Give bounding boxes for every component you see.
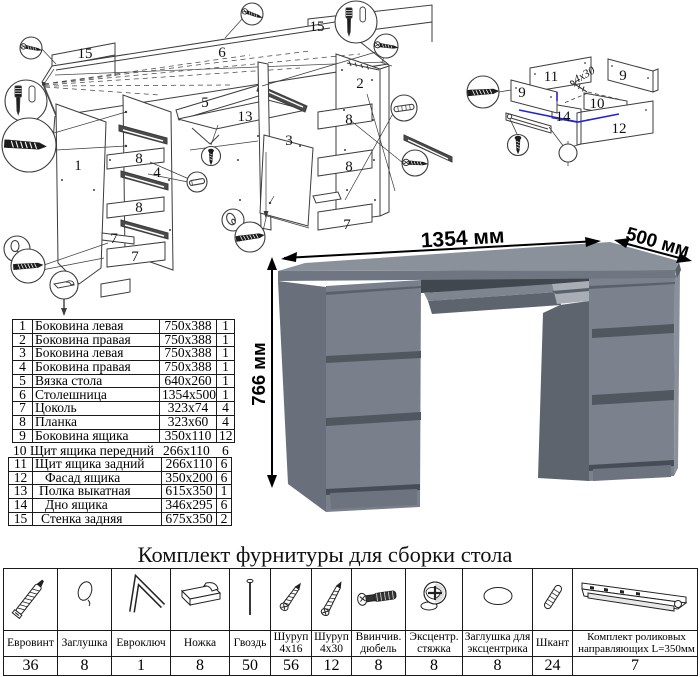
- svg-text:10: 10: [590, 96, 605, 112]
- svg-text:7: 7: [131, 249, 139, 265]
- svg-text:14: 14: [556, 109, 572, 125]
- svg-text:5: 5: [201, 95, 209, 111]
- svg-text:13: 13: [238, 109, 253, 125]
- svg-text:2: 2: [356, 76, 364, 92]
- svg-text:15: 15: [310, 19, 325, 35]
- svg-text:8: 8: [345, 159, 353, 175]
- svg-text:11: 11: [544, 69, 558, 85]
- svg-text:7: 7: [343, 217, 351, 233]
- svg-text:9: 9: [518, 85, 526, 101]
- svg-text:12: 12: [612, 121, 627, 137]
- svg-text:766 мм: 766 мм: [248, 342, 269, 405]
- svg-text:3: 3: [285, 133, 293, 149]
- svg-text:8: 8: [135, 200, 143, 216]
- svg-text:6: 6: [218, 45, 226, 61]
- svg-text:7: 7: [110, 231, 118, 247]
- svg-text:4: 4: [153, 165, 161, 181]
- svg-text:8: 8: [345, 112, 353, 128]
- svg-text:8: 8: [135, 151, 143, 167]
- svg-text:15: 15: [78, 46, 93, 62]
- svg-text:1354 мм: 1354 мм: [420, 224, 505, 252]
- svg-text:9: 9: [619, 68, 627, 84]
- svg-text:1: 1: [74, 158, 82, 174]
